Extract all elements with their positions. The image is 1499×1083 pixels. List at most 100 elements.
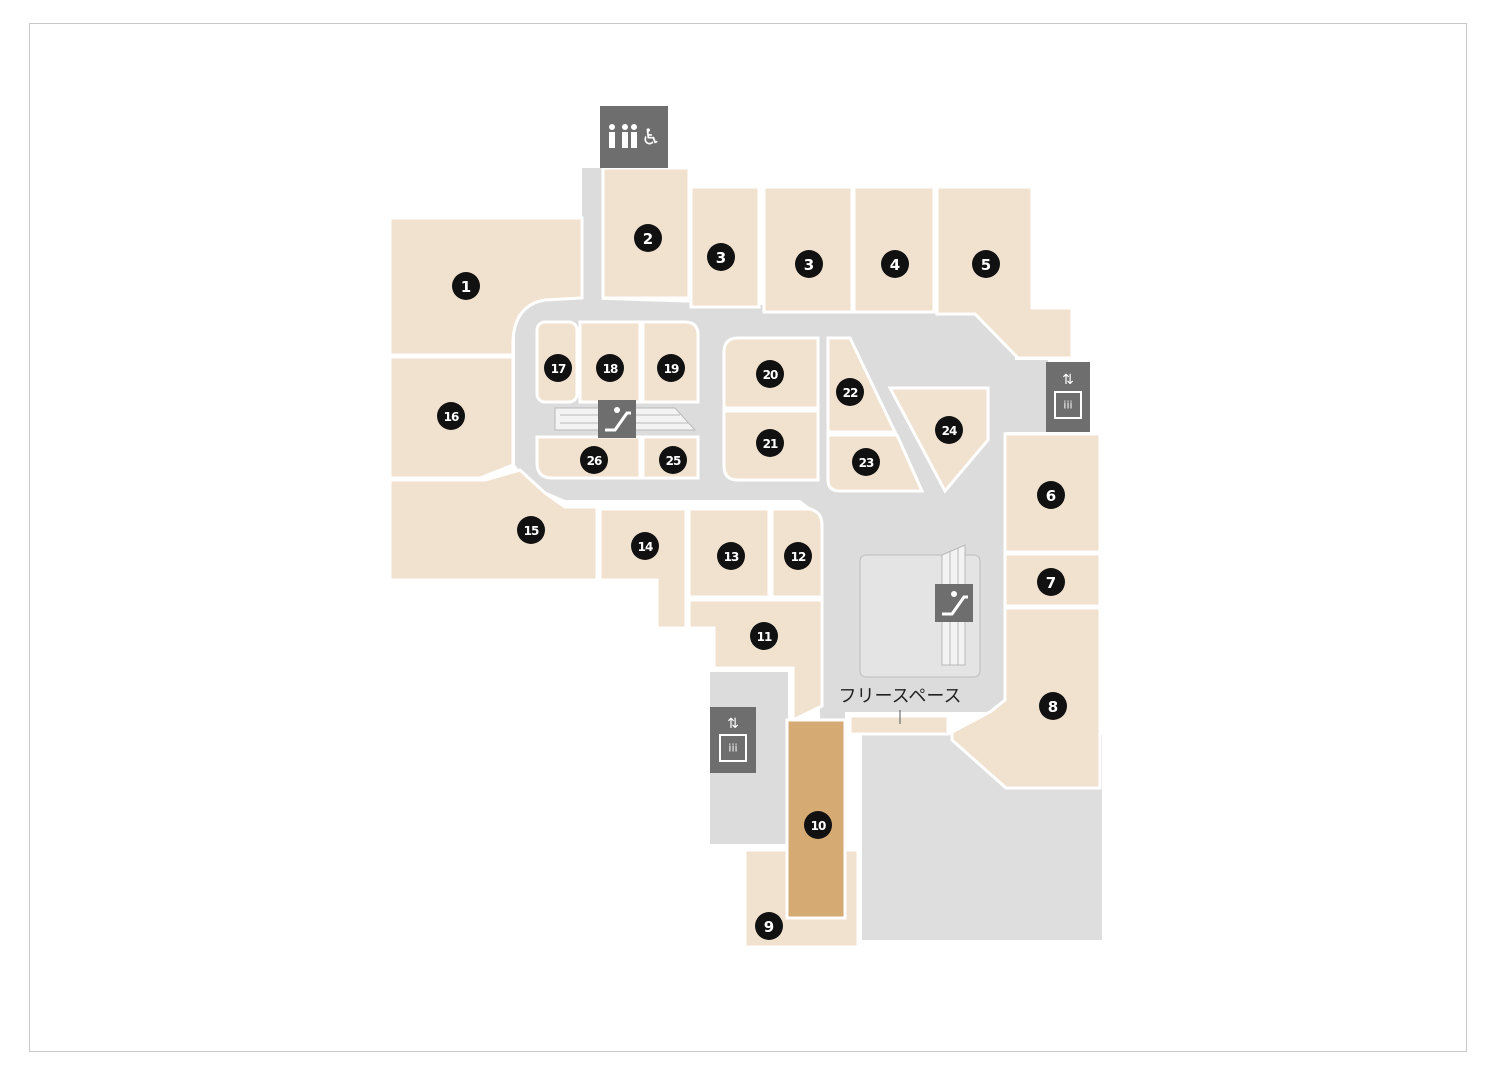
unit-marker-6[interactable]: 6	[1037, 481, 1065, 509]
unit-marker-label: 5	[981, 256, 991, 274]
unit-marker-circle	[517, 516, 545, 544]
unit-marker-13[interactable]: 13	[717, 542, 745, 570]
unit-marker-26[interactable]: 26	[580, 446, 608, 474]
unit-14[interactable]	[598, 507, 688, 630]
unit-marker-circle	[596, 354, 624, 382]
unit-marker-label: 8	[1048, 698, 1058, 716]
unit-marker-circle	[972, 250, 1000, 278]
unit-marker-23[interactable]: 23	[852, 448, 880, 476]
unit-marker-circle	[631, 532, 659, 560]
unit-marker-19[interactable]: 19	[657, 354, 685, 382]
svg-text:⇅: ⇅	[727, 716, 739, 732]
unit-marker-1[interactable]: 1	[452, 272, 480, 300]
unit-15[interactable]	[388, 468, 599, 582]
unit-marker-label: 6	[1046, 487, 1056, 505]
unit-marker-label: 19	[664, 362, 679, 376]
unit-marker-label: 23	[859, 456, 874, 470]
unit-marker-label: 4	[890, 256, 900, 274]
unit-1[interactable]	[388, 216, 584, 357]
unit-marker-label: 18	[603, 362, 618, 376]
unit-8[interactable]	[950, 606, 1102, 790]
free-space-label: フリースペース	[839, 686, 962, 707]
unit-marker-2[interactable]: 2	[634, 224, 662, 252]
unit-marker-label: 17	[551, 362, 566, 376]
unit-marker-12[interactable]: 12	[784, 542, 812, 570]
unit-marker-label: 3	[804, 256, 814, 274]
unit-marker-label: 10	[811, 819, 826, 833]
unit-marker-16[interactable]: 16	[437, 402, 465, 430]
unit-marker-label: 14	[638, 540, 653, 554]
unit-marker-label: 21	[763, 437, 778, 451]
unit-marker-circle	[755, 912, 783, 940]
unit-marker-label: 1	[461, 278, 471, 296]
unit-marker-circle	[1037, 568, 1065, 596]
unit-marker-label: 22	[843, 386, 858, 400]
unit-marker-label: 13	[724, 550, 739, 564]
unit-marker-25[interactable]: 25	[659, 446, 687, 474]
unit-marker-circle	[795, 250, 823, 278]
escalator-icon[interactable]	[935, 584, 973, 622]
unit-marker-circle	[784, 542, 812, 570]
unit-4[interactable]	[852, 185, 936, 314]
unit-marker-label: 15	[524, 524, 539, 538]
unit-marker-14[interactable]: 14	[631, 532, 659, 560]
unit-marker-circle	[881, 250, 909, 278]
unit-marker-17[interactable]: 17	[544, 354, 572, 382]
unit-marker-circle	[452, 272, 480, 300]
unit-marker-20[interactable]: 20	[756, 360, 784, 388]
unit-marker-label: 11	[757, 630, 772, 644]
svg-text:iii: iii	[728, 742, 737, 755]
unit-3b[interactable]	[762, 185, 854, 314]
unit-marker-circle	[659, 446, 687, 474]
unit-11[interactable]	[687, 598, 824, 723]
unit-marker-circle	[717, 542, 745, 570]
unit-5[interactable]	[935, 185, 1074, 360]
unit-marker-circle	[634, 224, 662, 252]
unit-6[interactable]	[1003, 432, 1102, 554]
unit-marker-circle	[756, 360, 784, 388]
unit-marker-24[interactable]: 24	[935, 416, 963, 444]
unit-marker-label: 25	[666, 454, 681, 468]
unit-marker-22[interactable]: 22	[836, 378, 864, 406]
unit-marker-9[interactable]: 9	[755, 912, 783, 940]
restroom-icon[interactable]: ♿	[600, 106, 668, 168]
unit-marker-circle	[657, 354, 685, 382]
unit-marker-circle	[804, 811, 832, 839]
unit-marker-circle	[1039, 692, 1067, 720]
elevator-icon[interactable]: ⇅ iii	[1046, 362, 1090, 432]
unit-marker-18[interactable]: 18	[596, 354, 624, 382]
unit-free-space-strip	[848, 714, 950, 736]
unit-marker-label: 7	[1046, 574, 1056, 592]
unit-marker-3a[interactable]: 3	[707, 243, 735, 271]
unit-marker-8[interactable]: 8	[1039, 692, 1067, 720]
unit-marker-label: 12	[791, 550, 806, 564]
unit-marker-label: 3	[716, 249, 726, 267]
unit-marker-circle	[580, 446, 608, 474]
unit-marker-5[interactable]: 5	[972, 250, 1000, 278]
unit-marker-10[interactable]: 10	[804, 811, 832, 839]
unit-marker-4[interactable]: 4	[881, 250, 909, 278]
unit-marker-label: 20	[763, 368, 778, 382]
unit-marker-3b[interactable]: 3	[795, 250, 823, 278]
escalator-icon[interactable]	[598, 400, 636, 438]
unit-marker-circle	[437, 402, 465, 430]
unit-marker-21[interactable]: 21	[756, 429, 784, 457]
svg-text:♿: ♿	[641, 126, 661, 151]
unit-marker-label: 26	[587, 454, 602, 468]
unit-marker-circle	[707, 243, 735, 271]
gray-block-south-east	[1000, 790, 1102, 940]
unit-marker-circle	[1037, 481, 1065, 509]
unit-marker-label: 9	[764, 918, 774, 936]
unit-marker-label: 2	[643, 230, 653, 248]
elevator-icon[interactable]: ⇅ iii	[710, 707, 756, 773]
unit-marker-circle	[756, 429, 784, 457]
unit-marker-7[interactable]: 7	[1037, 568, 1065, 596]
unit-marker-circle	[935, 416, 963, 444]
svg-text:iii: iii	[1063, 399, 1072, 412]
unit-marker-15[interactable]: 15	[517, 516, 545, 544]
unit-marker-label: 16	[444, 410, 459, 424]
unit-marker-11[interactable]: 11	[750, 622, 778, 650]
unit-marker-circle	[836, 378, 864, 406]
